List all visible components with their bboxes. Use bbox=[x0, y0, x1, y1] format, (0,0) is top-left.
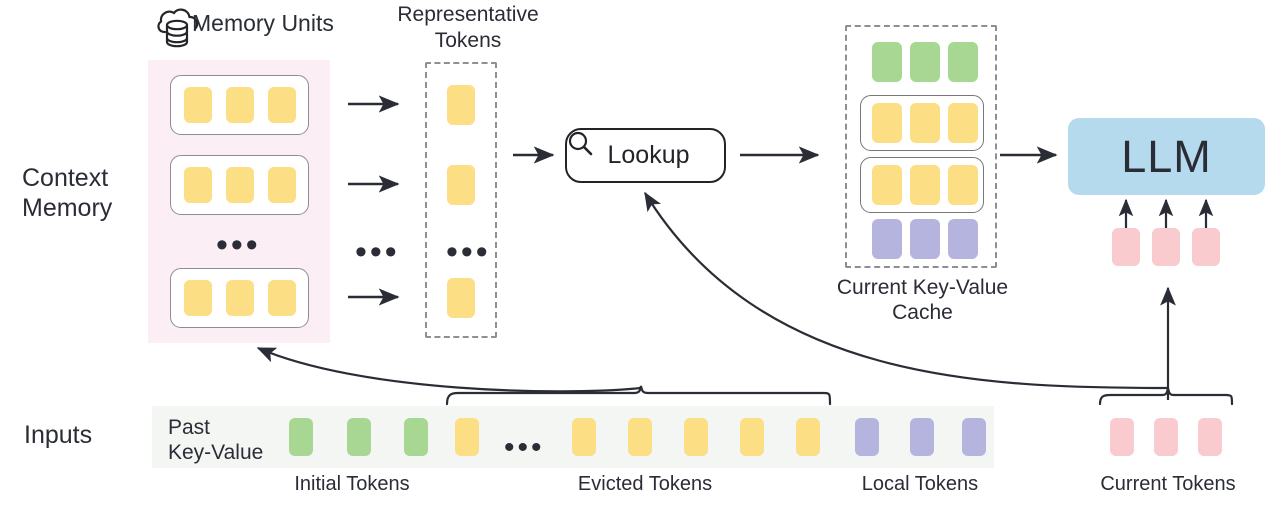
caption-current-tokens: Current Tokens bbox=[1100, 473, 1236, 495]
kv-cache-token-yellow bbox=[948, 103, 978, 143]
input-token-evicted bbox=[684, 418, 708, 456]
memory-token bbox=[184, 87, 212, 123]
representative-tokens-container bbox=[425, 62, 497, 338]
lookup-label: Lookup bbox=[607, 141, 690, 169]
memory-unit[interactable] bbox=[170, 155, 309, 215]
caption-initial-tokens: Initial Tokens bbox=[294, 473, 410, 495]
representative-tokens-header: Representative Tokens bbox=[397, 3, 539, 52]
input-token-current bbox=[1154, 418, 1178, 456]
row-label-inputs: Inputs bbox=[24, 421, 93, 449]
memory-token bbox=[268, 280, 296, 316]
kv-cache-token-green bbox=[910, 42, 940, 82]
input-token-current bbox=[1110, 418, 1134, 456]
caption-local-tokens: Local Tokens bbox=[861, 473, 979, 495]
memory-token bbox=[226, 87, 254, 123]
lookup-button[interactable]: Lookup bbox=[565, 128, 726, 183]
cloud-database-icon bbox=[155, 5, 203, 51]
memory-unit[interactable] bbox=[170, 268, 309, 328]
kv-cache-token-purple bbox=[910, 219, 940, 259]
input-token-evicted bbox=[796, 418, 820, 456]
memory-token bbox=[184, 167, 212, 203]
llm-label: LLM bbox=[1121, 130, 1212, 182]
memory-units-header: Memory Units bbox=[192, 10, 334, 36]
kv-cache-token-yellow bbox=[910, 103, 940, 143]
input-token-local bbox=[962, 418, 986, 456]
inputs-ellipsis: ••• bbox=[504, 431, 545, 464]
kv-cache-token-green bbox=[948, 42, 978, 82]
input-token-local bbox=[910, 418, 934, 456]
input-token-initial bbox=[347, 418, 371, 456]
current-token-block bbox=[1112, 228, 1140, 266]
input-token-evicted bbox=[628, 418, 652, 456]
input-token-initial bbox=[404, 418, 428, 456]
kv-cache-token-purple bbox=[948, 219, 978, 259]
representative-token bbox=[447, 85, 475, 125]
llm-block[interactable]: LLM bbox=[1068, 118, 1265, 195]
memory-token bbox=[184, 280, 212, 316]
kv-cache-token-yellow bbox=[872, 103, 902, 143]
kv-cache-caption: Current Key-Value Cache bbox=[836, 276, 1009, 324]
memory-token bbox=[226, 167, 254, 203]
current-token-block bbox=[1192, 228, 1220, 266]
kv-cache-token-purple bbox=[872, 219, 902, 259]
kv-cache-token-yellow bbox=[948, 165, 978, 205]
caption-evicted-tokens: Evicted Tokens bbox=[577, 473, 713, 495]
memory-token bbox=[268, 167, 296, 203]
representative-token bbox=[447, 278, 475, 318]
kv-cache-container bbox=[845, 25, 997, 268]
input-token-current bbox=[1198, 418, 1222, 456]
context-memory-panel: ••• bbox=[148, 60, 330, 343]
current-token-block bbox=[1152, 228, 1180, 266]
representative-tokens-ellipsis: ••• bbox=[446, 233, 491, 271]
memory-unit[interactable] bbox=[170, 75, 309, 135]
kv-cache-token-yellow bbox=[910, 165, 940, 205]
memory-token bbox=[268, 87, 296, 123]
kv-cache-token-yellow bbox=[872, 165, 902, 205]
input-token-evicted bbox=[455, 418, 479, 456]
input-token-local bbox=[855, 418, 879, 456]
input-token-evicted bbox=[740, 418, 764, 456]
input-token-evicted bbox=[572, 418, 596, 456]
representative-token bbox=[447, 165, 475, 205]
kv-cache-token-green bbox=[872, 42, 902, 82]
past-key-value-label: Past Key-Value bbox=[168, 416, 264, 464]
arrows-ellipsis: ••• bbox=[355, 233, 400, 271]
row-label-context-memory: Context Memory bbox=[22, 164, 113, 222]
memory-token bbox=[226, 280, 254, 316]
input-token-initial bbox=[289, 418, 313, 456]
